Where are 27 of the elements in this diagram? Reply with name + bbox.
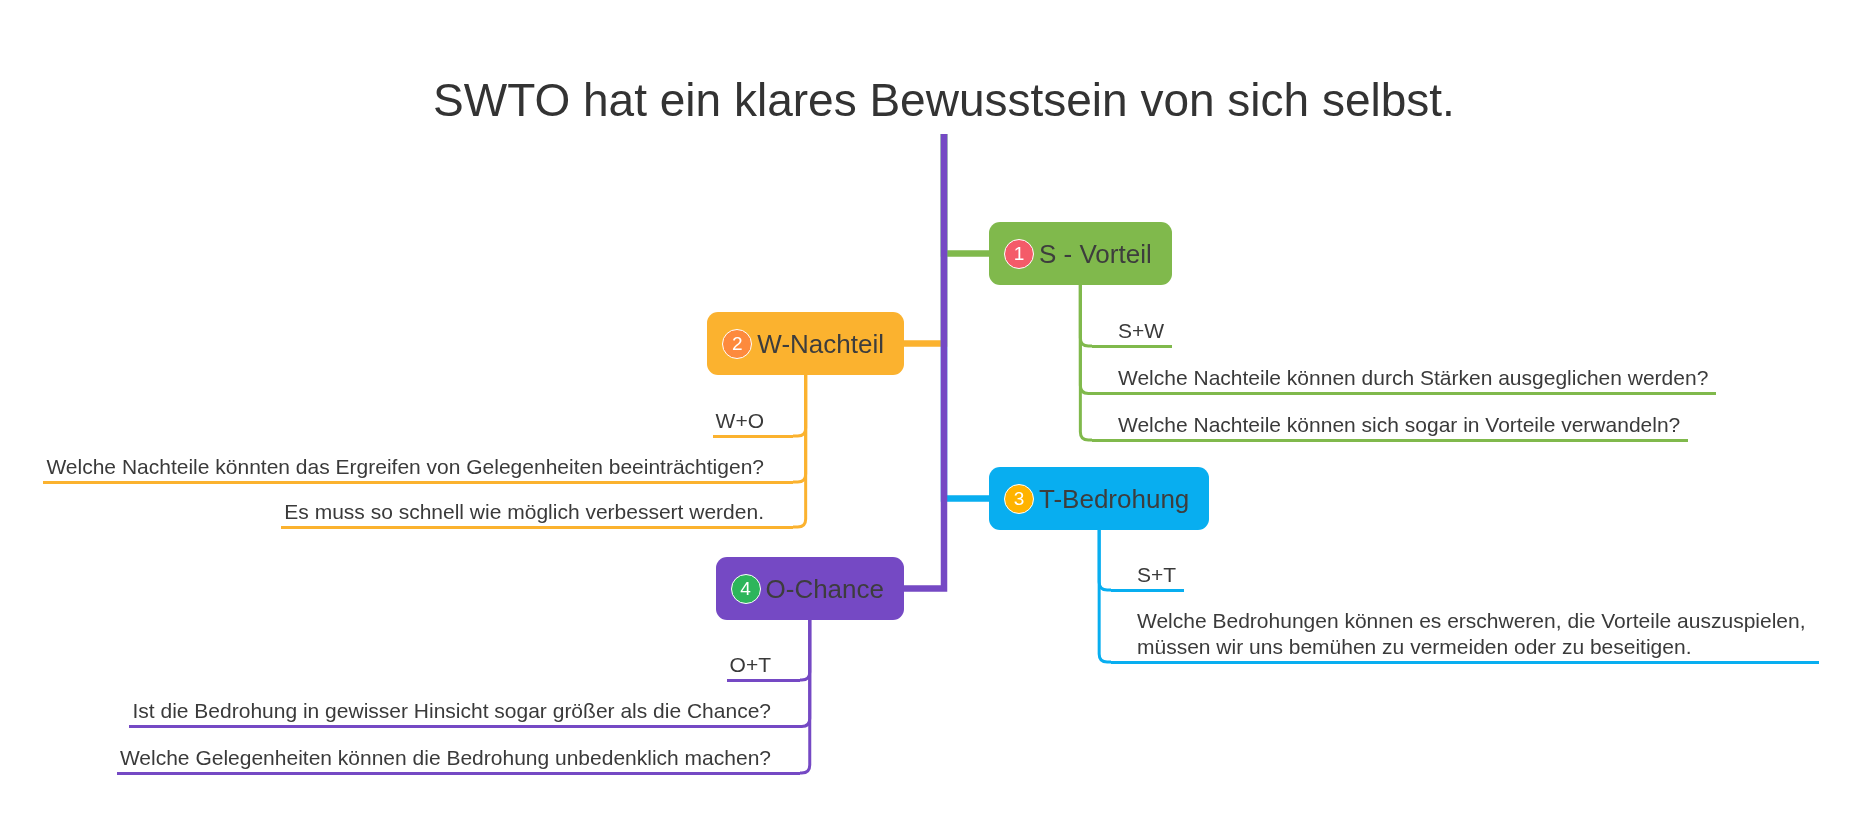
topic-box: [715, 557, 904, 620]
topic-box: [707, 312, 904, 375]
underlined-subtopic: Ist die Bedrohung in gewisser Hinsicht sogar größer als die Chance?: [129, 698, 800, 728]
underlined-subtopic: Welche Nachteile können sich sogar in Vorteile verwandeln?: [1092, 411, 1689, 442]
topic-label: W-Nachteil: [757, 327, 884, 360]
connector-line: [799, 620, 812, 775]
number-badge: 1: [1004, 238, 1034, 269]
topic-label: O-Chance: [765, 572, 884, 605]
central-topic-title: SWTO hat ein klares Bewusstsein von sich selbst.: [433, 66, 1455, 134]
underlined-subtopic: Welche Bedrohungen können es erschweren, die Vorteile auszuspielen, müssen wir uns bemühen zu vermeiden oder zu beseitigen.: [1111, 607, 1819, 664]
underlined-subtopic: Es muss so schnell wie möglich verbessert werden.: [281, 498, 793, 529]
underlined-subtopic: O+T: [726, 651, 800, 682]
underlined-subtopic: Welche Gelegenheiten können die Bedrohung unbedenklich machen?: [116, 744, 800, 775]
underlined-subtopic: S+W: [1092, 317, 1173, 348]
number-badge: 3: [1004, 483, 1034, 514]
underlined-subtopic: Welche Nachteile können durch Stärken ausgeglichen werden?: [1092, 365, 1717, 395]
topic-box: [989, 467, 1210, 530]
connector-line: [793, 375, 808, 529]
topic-box: [989, 222, 1172, 285]
underlined-subtopic: W+O: [712, 407, 793, 438]
underlined-subtopic: S+T: [1111, 561, 1185, 592]
topic-label: S - Vorteil: [1039, 237, 1152, 270]
underlined-subtopic: Welche Nachteile könnten das Ergreifen von Gelegenheiten beeinträchtigen?: [43, 453, 793, 484]
number-badge: 2: [722, 328, 753, 359]
topic-label: T-Bedrohung: [1039, 482, 1190, 515]
number-badge: 4: [730, 573, 761, 604]
connector-line: [1097, 530, 1111, 664]
